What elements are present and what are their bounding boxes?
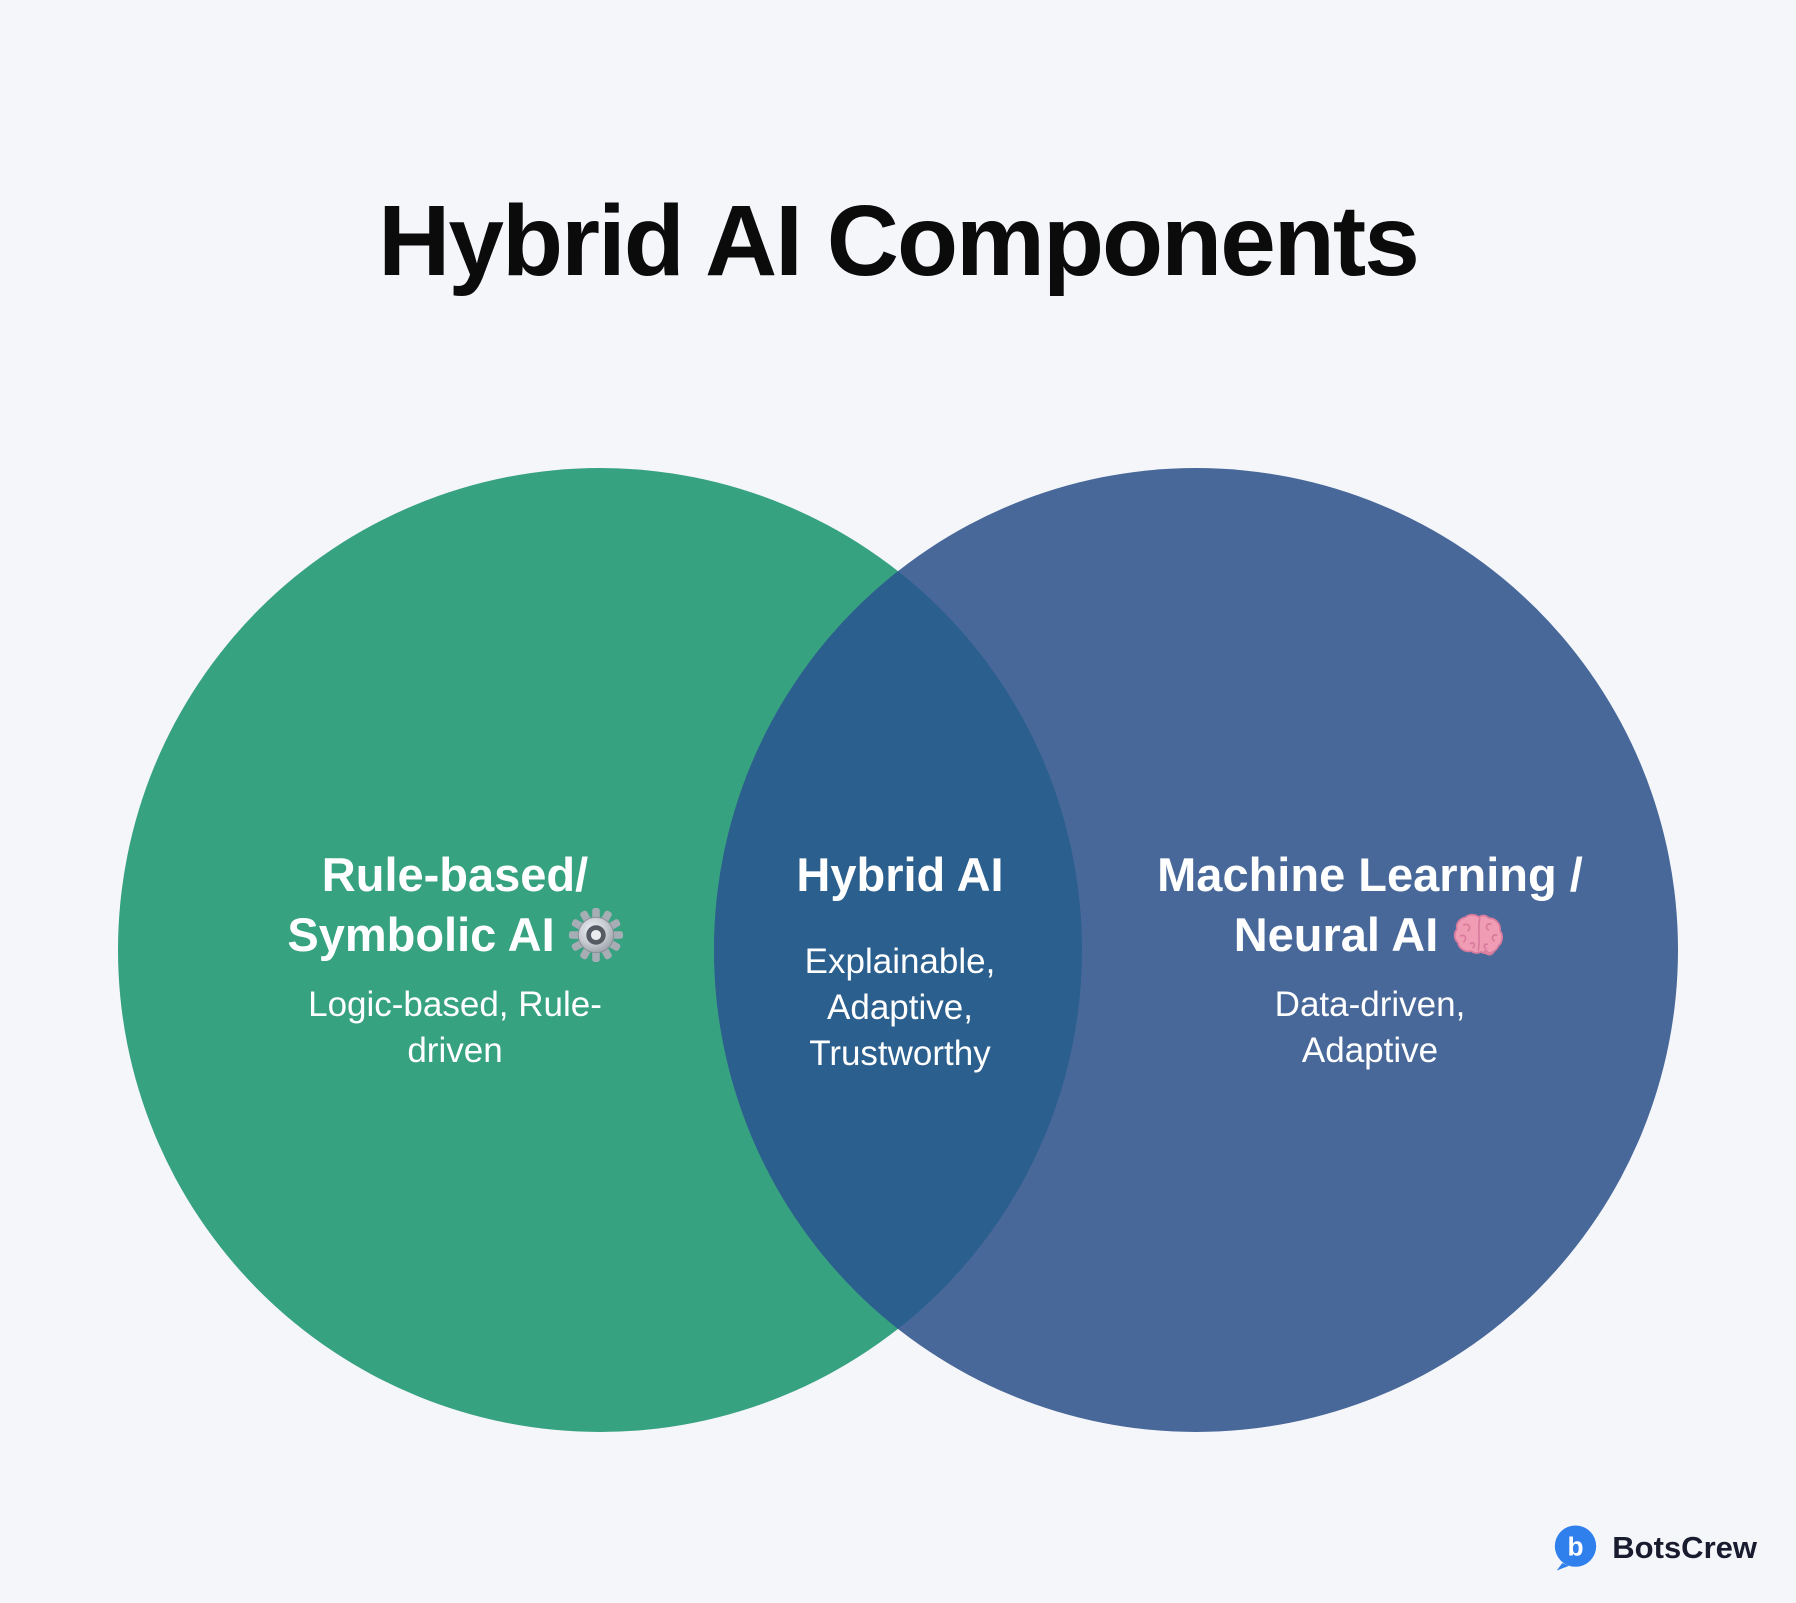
botscrew-bubble-icon: b <box>1555 1525 1597 1571</box>
left-subtitle-line1: Logic-based, Rule- <box>308 985 602 1024</box>
right-circle-heading: Machine Learning / Neural AI <box>1080 845 1660 965</box>
overlap-subtitle-line3: Trustworthy <box>809 1034 991 1073</box>
overlap-subtitle-line1: Explainable, <box>804 942 996 981</box>
left-circle-subtitle: Logic-based, Rule- driven <box>165 982 745 1074</box>
botscrew-wordmark: BotsCrew <box>1612 1530 1757 1565</box>
overlap-lens <box>714 468 1082 1432</box>
left-heading-line1: Rule-based/ <box>321 848 589 901</box>
page-title: Hybrid AI Components <box>378 185 1420 297</box>
gear-icon <box>568 908 623 962</box>
right-heading-line2: Neural AI <box>1233 908 1439 961</box>
left-circle-heading: Rule-based/ Symbolic AI <box>165 845 745 965</box>
brain-icon <box>1454 913 1504 956</box>
right-subtitle-line1: Data-driven, <box>1274 985 1466 1024</box>
botscrew-logo-letter: b <box>1568 1532 1584 1562</box>
overlap-subtitle: Explainable, Adaptive, Trustworthy <box>716 939 1084 1077</box>
left-heading-line2: Symbolic AI <box>287 908 555 961</box>
left-subtitle-line2: driven <box>407 1031 503 1070</box>
overlap-label: Hybrid AI Explainable, Adaptive, Trustwo… <box>716 845 1084 1077</box>
right-circle-subtitle: Data-driven, Adaptive <box>1080 982 1660 1074</box>
right-subtitle-line2: Adaptive <box>1301 1031 1439 1070</box>
right-heading-line1: Machine Learning / <box>1157 848 1583 901</box>
right-circle-label: Machine Learning / Neural AI Data-driven… <box>1080 845 1660 1074</box>
overlap-heading: Hybrid AI <box>796 848 1004 901</box>
overlap-subtitle-line2: Adaptive, <box>827 988 973 1027</box>
left-circle-label: Rule-based/ Symbolic AI <box>165 845 745 1074</box>
botscrew-logo: b BotsCrew <box>1552 1524 1757 1572</box>
